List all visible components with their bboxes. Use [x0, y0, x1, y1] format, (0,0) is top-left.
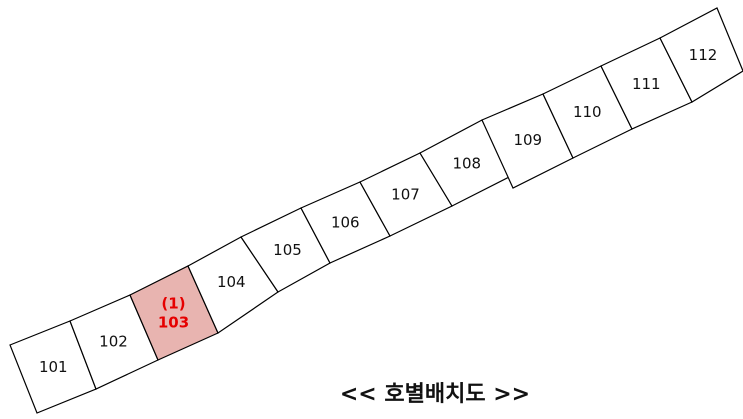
diagram-caption: << 호별배치도 >> [339, 382, 531, 407]
unit-112-label: 112 [689, 46, 718, 64]
unit-111-label: 111 [632, 75, 661, 93]
unit-labels: 101 102 (1)103 104 105 106 107 108 109 110 111 112 [39, 46, 717, 376]
unit-110-label: 110 [573, 103, 602, 121]
unit-112-cell [659, 7, 743, 103]
unit-107-label: 107 [391, 185, 420, 203]
unit-105-label: 105 [273, 241, 302, 259]
unit-cells [9, 7, 743, 414]
unit-103-marker: (1) [161, 295, 185, 313]
unit-102-label: 102 [99, 332, 128, 350]
unit-106-label: 106 [331, 213, 360, 231]
unit-109-label: 109 [513, 131, 542, 149]
unit-104-label: 104 [217, 273, 246, 291]
unit-101-label: 101 [39, 358, 68, 376]
unit-108-label: 108 [452, 155, 481, 173]
unit-103-label: 103 [158, 314, 189, 332]
